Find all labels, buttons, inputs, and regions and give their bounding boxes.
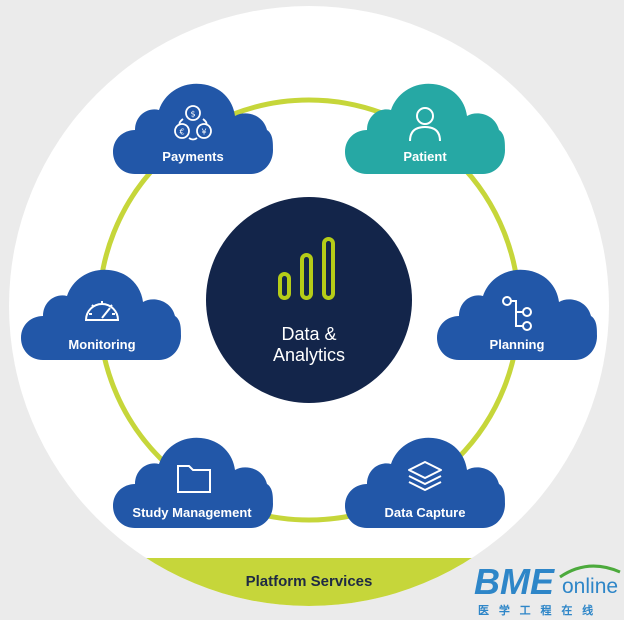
- monitoring-label: Monitoring: [68, 337, 135, 352]
- person-icon: [409, 107, 441, 142]
- center-title-line1: Data &: [281, 324, 336, 344]
- platform-services-label: Platform Services: [246, 573, 373, 590]
- bme-chinese-text: 医 学 工 程 在 线: [478, 603, 596, 617]
- study-management-label: Study Management: [132, 505, 252, 520]
- planning-cloud: Planning: [437, 269, 597, 360]
- data-capture-label: Data Capture: [385, 505, 466, 520]
- euro-glyph: €: [179, 128, 184, 137]
- currency-exchange-icon: [174, 105, 212, 141]
- patient-cloud: Patient: [345, 83, 505, 174]
- folder-icon: [177, 465, 211, 493]
- bme-online-text: online: [562, 575, 618, 598]
- planning-label: Planning: [490, 337, 545, 352]
- payments-cloud: $ € ¥ Payments: [113, 83, 273, 174]
- gauge-icon: [84, 301, 120, 321]
- study-management-cloud: Study Management: [113, 437, 273, 528]
- data-analytics-hub: Data & Analytics: [206, 197, 412, 403]
- bme-brand-text: BME: [474, 561, 555, 602]
- yen-glyph: ¥: [201, 128, 206, 137]
- bme-online-watermark: BME online 医 学 工 程 在 线: [474, 561, 621, 617]
- patient-label: Patient: [403, 149, 447, 164]
- dollar-glyph: $: [190, 110, 195, 119]
- data-capture-cloud: Data Capture: [345, 437, 505, 528]
- layers-icon: [408, 461, 442, 491]
- monitoring-cloud: Monitoring: [21, 269, 181, 360]
- payments-label: Payments: [162, 149, 223, 164]
- center-title-line2: Analytics: [273, 345, 345, 365]
- workflow-nodes-icon: [502, 296, 532, 331]
- swoosh-icon: [559, 564, 621, 579]
- bar-chart-icon: [278, 237, 335, 300]
